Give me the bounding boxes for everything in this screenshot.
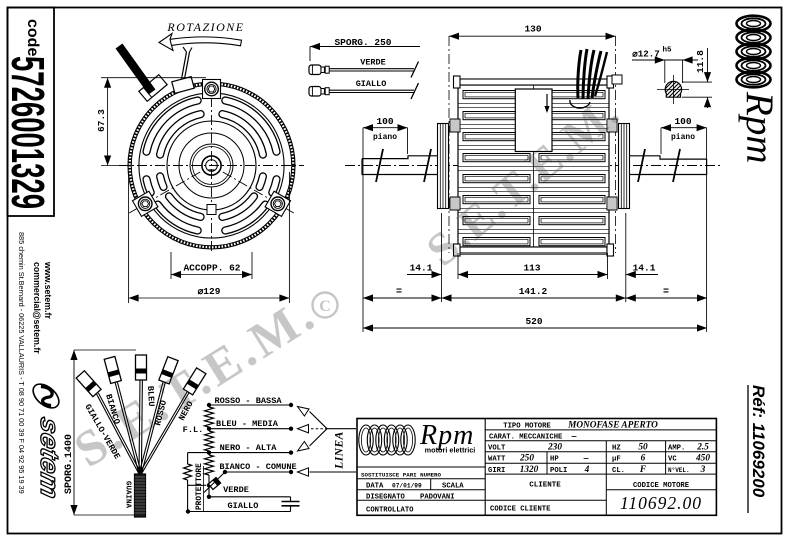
svg-text:Rpm: Rpm <box>419 420 474 451</box>
svg-text:VERDE: VERDE <box>360 58 386 68</box>
svg-text:DATA: DATA <box>366 483 384 491</box>
svg-text:CONTROLLATO: CONTROLLATO <box>366 506 414 514</box>
svg-text:113: 113 <box>523 263 540 274</box>
svg-text:⌀129: ⌀129 <box>198 286 221 297</box>
svg-text:141.2: 141.2 <box>519 286 548 297</box>
svg-text:250: 250 <box>519 454 534 464</box>
svg-text:N°VEL.: N°VEL. <box>668 467 690 474</box>
svg-text:SOSTITUISCE PARI NUMERO: SOSTITUISCE PARI NUMERO <box>361 471 442 478</box>
svg-text:ROTAZIONE: ROTAZIONE <box>166 20 244 34</box>
svg-text:F: F <box>639 465 647 475</box>
svg-text:GIALLO: GIALLO <box>356 79 387 89</box>
svg-text:VERDE: VERDE <box>223 485 249 495</box>
svg-text:CLIENTE: CLIENTE <box>529 482 561 490</box>
svg-text:1320: 1320 <box>520 465 539 475</box>
svg-text:F.L.: F.L. <box>183 425 204 435</box>
svg-text:PROTETTORE: PROTETTORE <box>196 463 204 510</box>
svg-text:NERO - ALTA: NERO - ALTA <box>220 443 278 453</box>
svg-text:BIANCO - COMUNE: BIANCO - COMUNE <box>219 462 296 472</box>
svg-text:GIALLO: GIALLO <box>228 501 259 511</box>
svg-text:100: 100 <box>376 116 393 127</box>
svg-text:100: 100 <box>674 116 691 127</box>
svg-text:C: C <box>319 298 331 315</box>
svg-text:520: 520 <box>525 316 542 327</box>
svg-text:MONOFASE APERTO: MONOFASE APERTO <box>567 421 658 431</box>
svg-text:885 chemin St.Bernard - 06225: 885 chemin St.Bernard - 06225 VALLAURIS … <box>17 232 26 494</box>
svg-text:TIPO MOTORE: TIPO MOTORE <box>503 422 551 430</box>
svg-text:3: 3 <box>700 465 706 475</box>
svg-text:SPORG.1400: SPORG.1400 <box>64 434 75 494</box>
svg-text:AMP.: AMP. <box>668 444 685 452</box>
svg-text:VOLT: VOLT <box>488 444 506 452</box>
svg-text:DISEGNATO: DISEGNATO <box>366 493 406 501</box>
svg-text:130: 130 <box>524 24 541 35</box>
svg-text:VC: VC <box>668 456 677 464</box>
svg-text:POLI: POLI <box>550 467 567 475</box>
svg-text:h5: h5 <box>662 47 672 55</box>
svg-text:07/01/99: 07/01/99 <box>392 483 422 490</box>
svg-text:14.1: 14.1 <box>633 263 656 274</box>
svg-text:BLEU: BLEU <box>145 386 156 407</box>
svg-text:piano: piano <box>373 133 397 142</box>
svg-text:—: — <box>583 455 589 464</box>
svg-text:110692.00: 110692.00 <box>620 493 702 513</box>
svg-text:ROSSO - BASSA: ROSSO - BASSA <box>214 396 282 406</box>
svg-text:CODICE MOTORE: CODICE MOTORE <box>633 482 690 490</box>
svg-text:14.1: 14.1 <box>410 263 433 274</box>
svg-text:SCALA: SCALA <box>442 483 464 491</box>
svg-text:commercial@setem.fr: commercial@setem.fr <box>32 262 42 354</box>
svg-text:5726001329: 5726001329 <box>2 56 54 209</box>
svg-text:HZ: HZ <box>612 444 621 452</box>
svg-text:4: 4 <box>584 465 590 475</box>
svg-text:450: 450 <box>695 454 710 464</box>
svg-text:2.5: 2.5 <box>696 442 709 452</box>
svg-text:SPORG. 250: SPORG. 250 <box>334 37 391 48</box>
svg-text:CARAT. MECCANICHE: CARAT. MECCANICHE <box>489 433 563 441</box>
svg-text:HP: HP <box>550 456 559 464</box>
svg-text:motori elettrici: motori elettrici <box>425 446 476 455</box>
svg-text:=: = <box>663 287 669 298</box>
svg-text:GIRI: GIRI <box>488 467 505 475</box>
svg-text:⌀12.7: ⌀12.7 <box>632 49 660 60</box>
svg-text:PADOVANI: PADOVANI <box>420 493 455 501</box>
svg-text:11.8: 11.8 <box>695 50 706 73</box>
svg-text:piano: piano <box>671 133 695 142</box>
svg-text:CODICE CLIENTE: CODICE CLIENTE <box>490 506 551 514</box>
svg-text:Réf: 11069200: Réf: 11069200 <box>749 385 768 498</box>
svg-text:setem: setem <box>35 415 65 502</box>
svg-text:BLEU - MEDIA: BLEU - MEDIA <box>216 419 279 429</box>
svg-text:LINEA: LINEA <box>334 431 346 470</box>
svg-text:67.3: 67.3 <box>96 109 107 132</box>
svg-text:GUAINA: GUAINA <box>124 481 132 509</box>
svg-text:230: 230 <box>547 442 562 452</box>
svg-text:WATT: WATT <box>488 456 506 464</box>
svg-text:50: 50 <box>638 442 648 452</box>
svg-text:code:: code: <box>24 19 41 62</box>
svg-text:www.setem.fr: www.setem.fr <box>43 261 53 319</box>
svg-text:=: = <box>396 287 402 298</box>
svg-text:Rpm: Rpm <box>738 91 781 164</box>
svg-text:—: — <box>571 432 577 441</box>
svg-text:μF: μF <box>612 456 621 464</box>
svg-text:CL.: CL. <box>612 467 625 475</box>
svg-text:ACCOPP. 62: ACCOPP. 62 <box>183 263 240 274</box>
svg-text:6: 6 <box>641 454 646 464</box>
